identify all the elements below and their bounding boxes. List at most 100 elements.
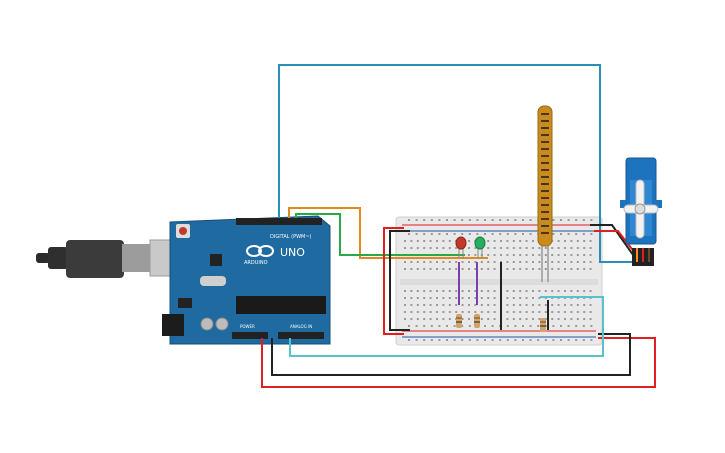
breadboard-hole bbox=[453, 219, 456, 221]
breadboard-hole bbox=[538, 261, 541, 263]
breadboard-hole bbox=[436, 240, 438, 242]
breadboard-hole bbox=[484, 325, 486, 327]
breadboard-hole bbox=[487, 311, 490, 313]
breadboard-hole bbox=[552, 219, 555, 221]
digital-header-label: DIGITAL (PWM~) bbox=[270, 234, 312, 240]
resistor-3[interactable] bbox=[540, 318, 546, 332]
breadboard-hole bbox=[461, 219, 464, 221]
breadboard-hole bbox=[493, 318, 496, 320]
breadboard-hole bbox=[484, 233, 486, 235]
breadboard-hole bbox=[410, 304, 413, 306]
breadboard-hole bbox=[576, 304, 579, 306]
breadboard-hole bbox=[416, 261, 419, 263]
breadboard-hole bbox=[560, 325, 562, 327]
flex-sensor[interactable] bbox=[537, 105, 553, 282]
breadboard-hole bbox=[525, 311, 528, 313]
breadboard-hole bbox=[583, 254, 586, 256]
breadboard-hole bbox=[538, 254, 541, 256]
breadboard-hole bbox=[448, 268, 451, 270]
resistor-2[interactable] bbox=[474, 314, 480, 328]
breadboard-hole bbox=[448, 304, 451, 306]
breadboard-hole bbox=[448, 240, 451, 242]
breadboard-hole bbox=[493, 261, 496, 263]
wire-blue-top-loop bbox=[278, 64, 636, 263]
breadboard-hole bbox=[442, 261, 445, 263]
breadboard-hole bbox=[408, 339, 410, 341]
breadboard-hole bbox=[468, 318, 470, 320]
breadboard-hole bbox=[468, 268, 470, 270]
breadboard-hole bbox=[544, 339, 547, 341]
breadboard-hole bbox=[532, 254, 534, 256]
breadboard-hole bbox=[468, 311, 470, 313]
breadboard-hole bbox=[564, 304, 566, 306]
breadboard-hole bbox=[410, 268, 413, 270]
breadboard-hole bbox=[506, 297, 509, 299]
led-green[interactable] bbox=[474, 236, 486, 258]
breadboard-hole bbox=[493, 311, 496, 313]
breadboard-hole bbox=[576, 318, 579, 320]
breadboard[interactable] bbox=[395, 216, 603, 346]
breadboard-hole bbox=[525, 240, 528, 242]
breadboard-hole bbox=[453, 339, 456, 341]
breadboard-hole bbox=[493, 254, 496, 256]
breadboard-hole bbox=[525, 254, 528, 256]
breadboard-hole bbox=[519, 254, 522, 256]
breadboard-hole bbox=[519, 311, 522, 313]
breadboard-hole bbox=[423, 325, 426, 327]
breadboard-hole bbox=[522, 219, 524, 221]
breadboard-hole bbox=[468, 339, 471, 341]
breadboard-hole bbox=[506, 318, 509, 320]
breadboard-hole bbox=[461, 311, 464, 313]
breadboard-hole bbox=[461, 325, 464, 327]
breadboard-hole bbox=[589, 261, 592, 263]
breadboard-hole bbox=[416, 297, 419, 299]
breadboard-hole bbox=[529, 339, 532, 341]
resistor-1[interactable] bbox=[456, 314, 462, 328]
breadboard-hole bbox=[487, 261, 490, 263]
breadboard-hole bbox=[583, 304, 586, 306]
breadboard-hole bbox=[415, 325, 418, 327]
breadboard-hole bbox=[461, 261, 464, 263]
breadboard-hole bbox=[576, 290, 579, 292]
breadboard-hole bbox=[455, 290, 458, 292]
breadboard-hole bbox=[522, 325, 524, 327]
arduino-uno-board[interactable]: UNO ARDUINO DIGITAL (PWM~) POWER ANALOG … bbox=[162, 215, 331, 345]
breadboard-hole bbox=[415, 339, 418, 341]
breadboard-hole bbox=[557, 240, 560, 242]
breadboard-hole bbox=[525, 290, 528, 292]
breadboard-hole bbox=[506, 247, 509, 249]
breadboard-hole bbox=[436, 261, 438, 263]
breadboard-hole bbox=[512, 268, 515, 270]
breadboard-hole bbox=[514, 219, 517, 221]
breadboard-hole bbox=[461, 304, 464, 306]
breadboard-hole bbox=[480, 311, 483, 313]
breadboard-hole bbox=[438, 233, 441, 235]
breadboard-hole bbox=[493, 297, 496, 299]
servo-motor[interactable] bbox=[620, 157, 662, 266]
breadboard-hole bbox=[404, 240, 406, 242]
breadboard-hole bbox=[512, 311, 515, 313]
breadboard-hole bbox=[557, 268, 560, 270]
breadboard-hole bbox=[468, 261, 470, 263]
breadboard-hole bbox=[436, 268, 438, 270]
breadboard-hole bbox=[560, 219, 562, 221]
breadboard-hole bbox=[436, 311, 438, 313]
breadboard-hole bbox=[551, 254, 554, 256]
breadboard-hole bbox=[532, 304, 534, 306]
breadboard-hole bbox=[491, 219, 494, 221]
breadboard-hole bbox=[408, 233, 410, 235]
breadboard-hole bbox=[455, 261, 458, 263]
breadboard-hole bbox=[468, 304, 470, 306]
breadboard-hole bbox=[446, 233, 448, 235]
breadboard-hole bbox=[589, 268, 592, 270]
breadboard-hole bbox=[442, 268, 445, 270]
breadboard-hole bbox=[468, 297, 470, 299]
led-red[interactable] bbox=[455, 236, 467, 258]
breadboard-hole bbox=[512, 247, 515, 249]
breadboard-hole bbox=[487, 304, 490, 306]
breadboard-hole bbox=[442, 247, 445, 249]
breadboard-hole bbox=[551, 247, 554, 249]
breadboard-hole bbox=[416, 240, 419, 242]
breadboard-hole bbox=[589, 318, 592, 320]
